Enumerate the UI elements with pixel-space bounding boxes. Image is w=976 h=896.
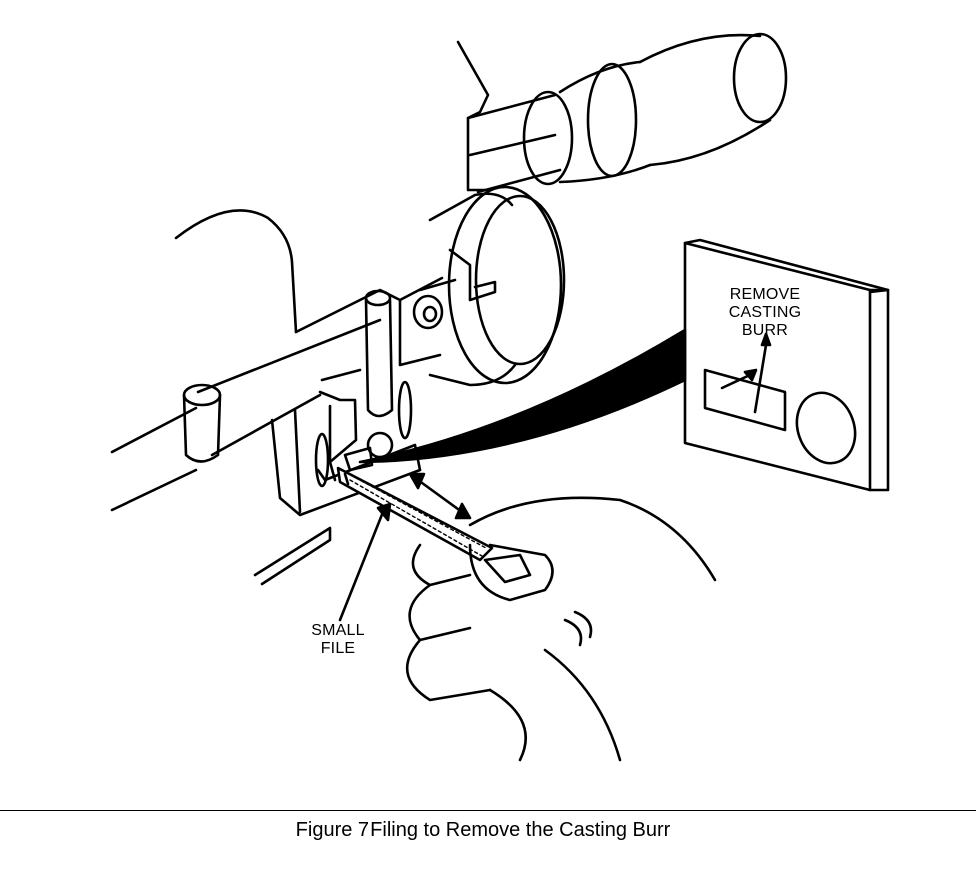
hinge-pin [182,383,222,463]
remove-casting-burr-callout: REMOVE CASTING BURR [700,286,830,340]
callout-line: BURR [741,322,789,339]
spring-wire [174,209,298,334]
figure-caption: Figure 7 Filing to Remove the Casting Bu… [0,818,976,842]
caption-divider [0,810,976,811]
figure-number: Figure 7 [295,819,370,841]
bracket-rail [110,276,457,512]
motion-arrow [408,472,472,520]
file-pointer-arrow [338,502,392,622]
hose-pipe [456,32,788,194]
small-file-callout: SMALL FILE [288,622,388,658]
callout-line: FILE [320,640,356,657]
hand [405,496,717,762]
callout-wedge [358,328,687,464]
callout-line: SMALL [311,622,365,639]
round-housing [428,185,566,387]
callout-line: REMOVE [729,286,801,303]
figure-title: Filing to Remove the Casting Burr [370,819,671,841]
illustration [110,32,890,762]
post [320,289,394,418]
casting-block [253,380,422,586]
inset-panel [683,238,890,492]
washer [412,294,444,330]
callout-line: CASTING [728,304,802,321]
small-file [336,466,494,562]
